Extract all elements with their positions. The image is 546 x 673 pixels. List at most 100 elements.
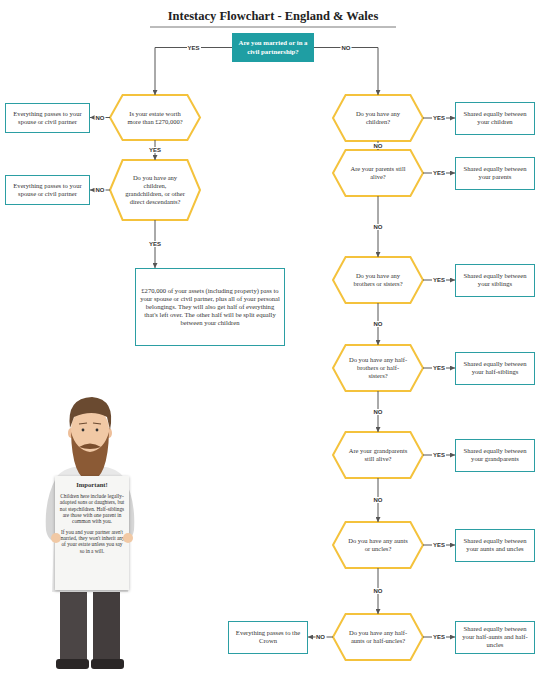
- flow-connector: [155, 140, 156, 160]
- man-right-ear: [106, 428, 112, 438]
- decision-hexagon: Do you have any aunts or uncles?: [333, 522, 423, 568]
- man-right-leg: [93, 586, 120, 663]
- man-hair: [69, 397, 111, 430]
- edge-label: NO: [373, 588, 384, 594]
- node-text: Are your grandparents still alive?: [348, 447, 408, 463]
- edge-label: NO: [373, 409, 384, 415]
- sign-body: Children here include legally-adopted so…: [59, 493, 125, 525]
- flow-connector: [378, 568, 379, 614]
- decision-hexagon: Is your estate worth more than £270,000?: [110, 95, 200, 140]
- decision-hexagon: Do you have any half-brothers or half-si…: [333, 345, 423, 391]
- flow-connector: [378, 196, 379, 257]
- flow-connector: [90, 190, 110, 191]
- hexagon-shape: [333, 522, 423, 568]
- edge-label: NO: [95, 187, 106, 193]
- man-left-shoe: [56, 659, 89, 669]
- sign-body: If you and your partner aren't married, …: [59, 529, 125, 554]
- decision-hexagon: Are your grandparents still alive?: [333, 432, 423, 478]
- node-text: Shared equally between your children: [460, 110, 530, 126]
- flow-connector: [155, 48, 232, 96]
- flow-connector: [378, 391, 379, 432]
- node-text: Shared equally between your aunts and un…: [460, 537, 530, 553]
- man-right-hand: [123, 533, 133, 543]
- edge-label: NO: [373, 497, 384, 503]
- node-text: Everything passes to the Crown: [233, 629, 303, 645]
- edge-label: YES: [432, 634, 446, 640]
- decision-hexagon: Do you have any half-aunts or half-uncle…: [333, 614, 423, 660]
- man-left-ear: [68, 428, 74, 438]
- node-text: Shared equally between your grandparents: [460, 447, 530, 463]
- node-text: Do you have any half-brothers or half-si…: [348, 356, 408, 379]
- node-text: £270,000 of your assets (including prope…: [140, 287, 280, 327]
- hexagon-shape: [333, 150, 423, 196]
- outcome-box: Shared equally between your grandparents: [455, 439, 535, 472]
- flow-connector: [378, 478, 379, 522]
- man-beard: [71, 432, 109, 482]
- outcome-box: Shared equally between your half-aunts a…: [455, 621, 535, 654]
- sign-heading: Important!: [76, 481, 108, 489]
- man-mustache: [79, 444, 101, 450]
- hexagon-shape: [110, 160, 200, 220]
- edge-label: NO: [373, 321, 384, 327]
- hexagon-shape: [333, 614, 423, 660]
- man-right-shoe: [91, 659, 124, 669]
- node-text: Is your estate worth more than £270,000?: [125, 110, 185, 126]
- man-torso: [52, 466, 128, 592]
- flow-connector: [155, 220, 156, 268]
- edge-label: YES: [432, 542, 446, 548]
- edge-label: NO: [373, 143, 384, 149]
- node-text: Are your parents still alive?: [348, 165, 408, 181]
- decision-hexagon: Are your parents still alive?: [333, 150, 423, 196]
- node-text: Do you have any aunts or uncles?: [348, 537, 408, 553]
- node-text: Shared equally between your half-aunts a…: [460, 625, 530, 649]
- outcome-box: Shared equally between your children: [455, 102, 535, 135]
- hexagon-shape: [333, 95, 423, 141]
- decision-hexagon: Do you have any brothers or sisters?: [333, 257, 423, 303]
- flow-connector: [423, 545, 455, 546]
- note-sign: Important! Children here include legally-…: [55, 476, 129, 590]
- chart-title: Intestacy Flowchart - England & Wales: [0, 9, 546, 24]
- node-text: Do you have any brothers or sisters?: [348, 272, 408, 288]
- outcome-box: Shared equally between your half-sibling…: [455, 352, 535, 385]
- flow-connector: [378, 303, 379, 345]
- hexagon-shape: [333, 257, 423, 303]
- edge-label: YES: [432, 277, 446, 283]
- edge-label: YES: [432, 170, 446, 176]
- title-rule: [150, 27, 396, 28]
- man-right-eye: [96, 429, 99, 432]
- node-text: Everything passes to your spouse or civi…: [10, 182, 85, 198]
- start-question-box: Are you married or in a civil partnershi…: [232, 33, 314, 62]
- outcome-box: Everything passes to your spouse or civi…: [5, 103, 90, 133]
- edge-label: YES: [432, 115, 446, 121]
- man-left-hand: [51, 533, 61, 543]
- decision-hexagon: Do you have any children?: [333, 95, 423, 141]
- hexagon-shape: [110, 95, 200, 140]
- outcome-box: Shared equally between your siblings: [455, 264, 535, 297]
- man-neck: [82, 462, 98, 472]
- edge-label: YES: [432, 452, 446, 458]
- decision-hexagon: Do you have any children, grandchildren,…: [110, 160, 200, 220]
- edge-label: NO: [95, 115, 106, 121]
- flow-connector: [423, 637, 455, 638]
- flow-connector: [423, 455, 455, 456]
- flow-connector: [423, 280, 455, 281]
- hexagon-shape: [333, 345, 423, 391]
- edge-label: YES: [432, 365, 446, 371]
- node-text: Are you married or in a civil partnershi…: [235, 39, 311, 55]
- node-text: Everything passes to your spouse or civi…: [10, 110, 85, 126]
- man-left-brow: [79, 423, 87, 424]
- man-right-brow: [93, 423, 101, 424]
- edge-label: YES: [148, 147, 162, 153]
- man-face: [71, 407, 109, 453]
- edge-label: NO: [315, 634, 326, 640]
- flow-connector: [308, 637, 333, 638]
- outcome-box: £270,000 of your assets (including prope…: [135, 268, 285, 346]
- edge-label: YES: [186, 45, 200, 51]
- man-left-leg: [60, 586, 87, 663]
- outcome-box: Everything passes to the Crown: [228, 621, 308, 654]
- flow-connector: [378, 141, 379, 150]
- node-text: Shared equally between your half-sibling…: [460, 360, 530, 376]
- node-text: Shared equally between your siblings: [460, 272, 530, 288]
